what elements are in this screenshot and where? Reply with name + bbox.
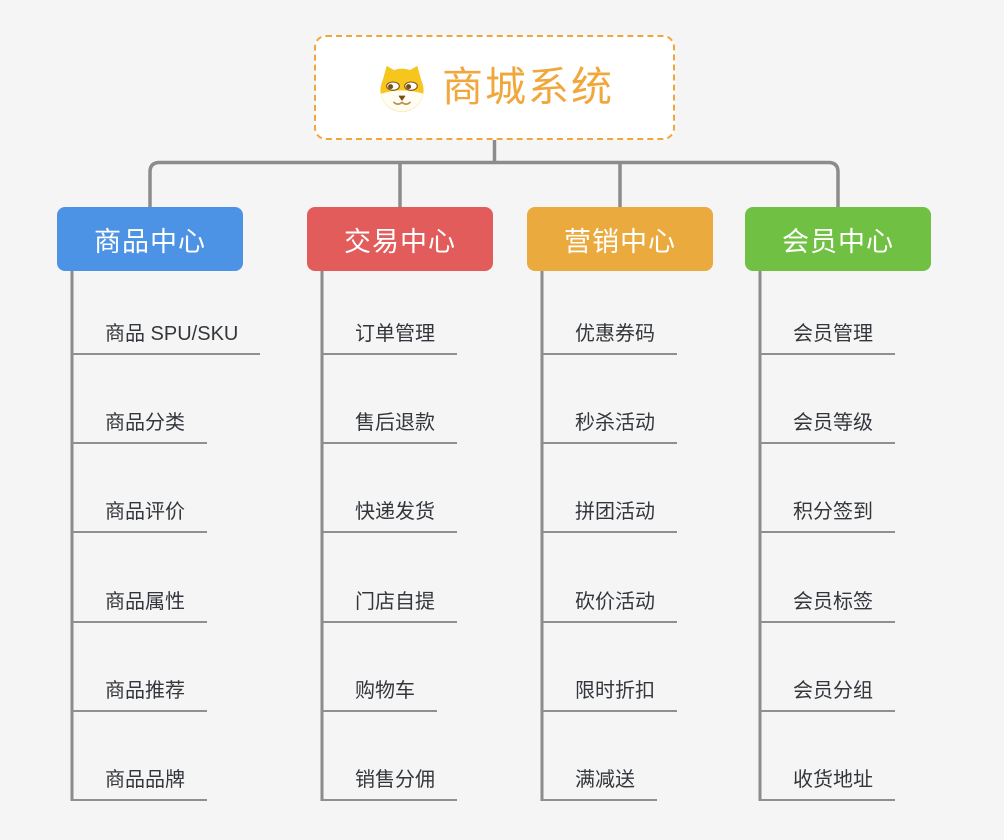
child-node[interactable]: 收货地址	[760, 767, 895, 801]
child-node[interactable]: 商品属性	[72, 589, 207, 623]
child-node[interactable]: 限时折扣	[542, 678, 677, 712]
child-node[interactable]: 秒杀活动	[542, 410, 677, 444]
root-node[interactable]: 商城系统	[314, 35, 675, 140]
child-node[interactable]: 砍价活动	[542, 589, 677, 623]
child-node[interactable]: 商品推荐	[72, 678, 207, 712]
child-node[interactable]: 商品评价	[72, 499, 207, 533]
child-node[interactable]: 会员标签	[760, 589, 895, 623]
child-node[interactable]: 快递发货	[322, 499, 457, 533]
branch-trade-center[interactable]: 交易中心	[307, 207, 493, 271]
child-node[interactable]: 会员分组	[760, 678, 895, 712]
child-node[interactable]: 拼团活动	[542, 499, 677, 533]
dog-face-icon	[380, 65, 424, 112]
child-node[interactable]: 商品品牌	[72, 767, 207, 801]
child-node[interactable]: 满减送	[542, 767, 657, 801]
child-node[interactable]: 销售分佣	[322, 767, 457, 801]
child-node[interactable]: 优惠券码	[542, 321, 677, 355]
child-node[interactable]: 购物车	[322, 678, 437, 712]
child-node[interactable]: 会员等级	[760, 410, 895, 444]
child-node[interactable]: 门店自提	[322, 589, 457, 623]
child-node[interactable]: 商品分类	[72, 410, 207, 444]
child-node[interactable]: 商品 SPU/SKU	[72, 321, 261, 355]
root-title: 商城系统	[442, 64, 614, 110]
child-node[interactable]: 订单管理	[322, 321, 457, 355]
branch-marketing-center[interactable]: 营销中心	[527, 207, 713, 271]
branch-member-center[interactable]: 会员中心	[745, 207, 931, 271]
branch-product-center[interactable]: 商品中心	[57, 207, 243, 271]
child-node[interactable]: 售后退款	[322, 410, 457, 444]
branch-bus-line	[148, 160, 840, 207]
child-node[interactable]: 积分签到	[760, 499, 895, 533]
child-node[interactable]: 会员管理	[760, 321, 895, 355]
